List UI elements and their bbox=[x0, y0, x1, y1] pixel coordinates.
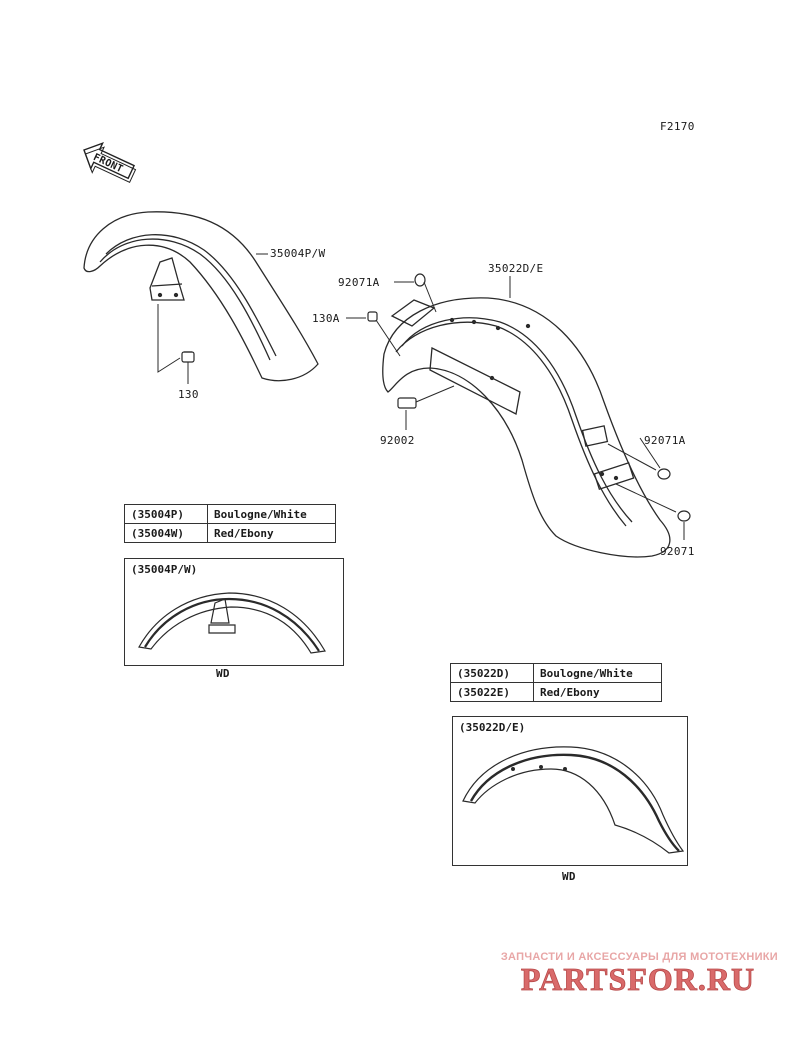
color-code: (35004P) bbox=[124, 504, 208, 524]
watermark-tagline: ЗАПЧАСТИ И АКСЕССУАРЫ ДЛЯ МОТОТЕХНИКИ bbox=[500, 951, 778, 963]
callout-front-fender: 35004P/W bbox=[270, 247, 326, 260]
color-code: (35022E) bbox=[450, 682, 534, 702]
rear-nut-a-top-icon bbox=[414, 273, 426, 287]
rear-fender-detail-drawing bbox=[462, 746, 685, 854]
table-row: (35022D) Boulogne/White bbox=[450, 663, 662, 683]
rear-nut-a-right-icon bbox=[657, 468, 671, 480]
front-leader-lines bbox=[157, 253, 268, 384]
rear-detail-box: (35022D/E) bbox=[452, 716, 688, 866]
front-fender-drawing bbox=[83, 211, 319, 382]
callout-front-bolt: 130 bbox=[178, 388, 199, 401]
front-color-table: (35004P) Boulogne/White (35004W) Red/Ebo… bbox=[124, 504, 336, 543]
color-name: Boulogne/White bbox=[533, 663, 662, 683]
front-detail-box: (35004P/W) bbox=[124, 558, 344, 666]
color-name: Red/Ebony bbox=[207, 523, 336, 543]
rear-detail-title: (35022D/E) bbox=[459, 721, 526, 734]
front-arrow-icon bbox=[83, 141, 137, 183]
table-row: (35004P) Boulogne/White bbox=[124, 504, 336, 524]
figure-code: F2170 bbox=[660, 120, 695, 133]
callout-rear-stud: 92002 bbox=[380, 434, 415, 447]
callout-rear-nut-a-right: 92071A bbox=[644, 434, 686, 447]
rear-detail-caption: WD bbox=[562, 870, 576, 883]
callout-rear-fender: 35022D/E bbox=[488, 262, 544, 275]
callout-rear-nut: 92071 bbox=[660, 545, 695, 558]
color-name: Boulogne/White bbox=[207, 504, 336, 524]
front-bolt-icon bbox=[181, 351, 195, 363]
watermark-brand-logo: PARTSFOR.RU bbox=[521, 962, 755, 996]
front-detail-title: (35004P/W) bbox=[131, 563, 198, 576]
color-name: Red/Ebony bbox=[533, 682, 662, 702]
callout-rear-nut-a-top: 92071A bbox=[338, 276, 380, 289]
table-row: (35004W) Red/Ebony bbox=[124, 523, 336, 543]
front-fender-detail-drawing bbox=[138, 592, 326, 654]
table-row: (35022E) Red/Ebony bbox=[450, 682, 662, 702]
rear-bolt-a-icon bbox=[367, 311, 378, 322]
rear-nut-icon bbox=[677, 510, 691, 522]
front-detail-caption: WD bbox=[216, 667, 230, 680]
rear-fender-drawing bbox=[382, 297, 671, 558]
watermark-brand: PARTSFOR.RU bbox=[521, 962, 755, 996]
rear-color-table: (35022D) Boulogne/White (35022E) Red/Ebo… bbox=[450, 663, 662, 702]
callout-rear-bolt-a: 130A bbox=[312, 312, 340, 325]
rear-leader-lines bbox=[346, 276, 685, 540]
color-code: (35022D) bbox=[450, 663, 534, 683]
color-code: (35004W) bbox=[124, 523, 208, 543]
rear-stud-icon bbox=[397, 397, 417, 409]
